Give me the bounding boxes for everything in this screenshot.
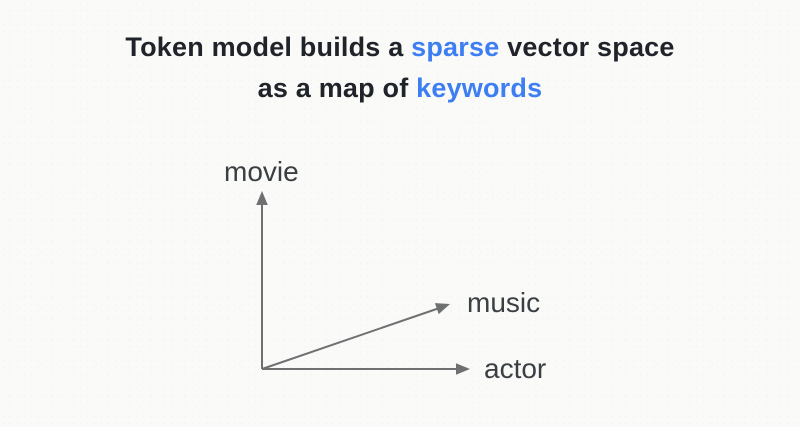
title-segment-sparse: sparse bbox=[411, 32, 500, 62]
title-segment-keywords: keywords bbox=[416, 73, 543, 103]
actor-axis-arrowhead-icon bbox=[456, 363, 470, 375]
page-title: Token model builds a sparse vector space… bbox=[0, 27, 800, 109]
music-vector-arrowhead-icon bbox=[434, 303, 450, 315]
axis-label-music: music bbox=[467, 287, 541, 318]
music-vector-line bbox=[261, 307, 439, 370]
title-line-2: as a map of keywords bbox=[0, 68, 800, 109]
title-segment: as a map of bbox=[257, 73, 417, 103]
axis-label-movie: movie bbox=[224, 156, 299, 187]
axis-label-actor: actor bbox=[484, 353, 547, 384]
title-segment: Token model builds a bbox=[125, 32, 412, 62]
title-line-1: Token model builds a sparse vector space bbox=[0, 27, 800, 68]
title-segment: vector space bbox=[499, 32, 675, 62]
movie-axis-arrowhead-icon bbox=[256, 191, 268, 205]
